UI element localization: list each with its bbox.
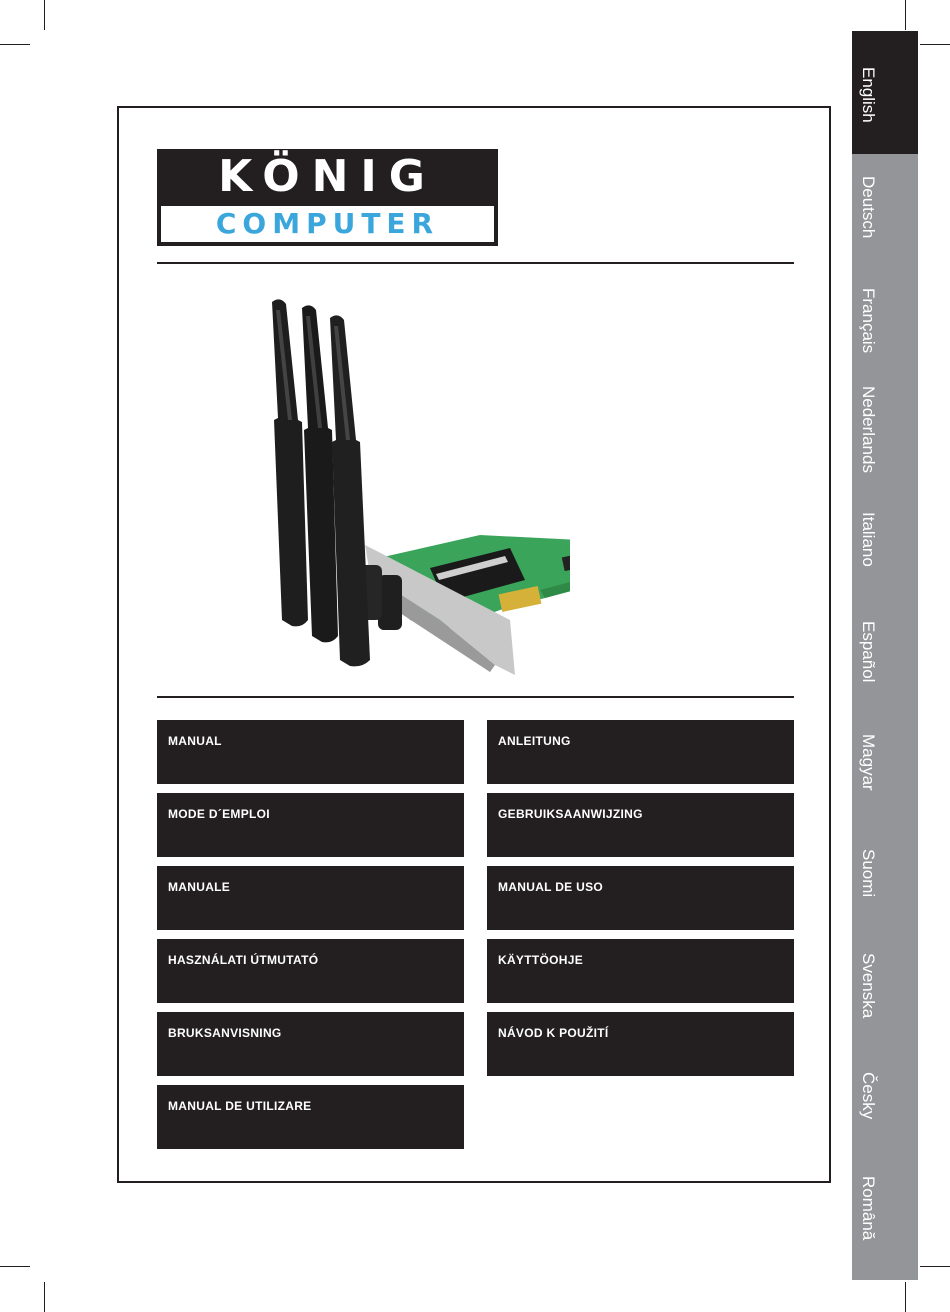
manual-title: MANUAL DE UTILIZARE: [168, 1099, 311, 1113]
tab-label: Italiano: [858, 512, 878, 567]
manual-box-it[interactable]: MANUALE: [157, 866, 464, 930]
manual-box-en[interactable]: MANUAL: [157, 720, 464, 784]
manual-title: GEBRUIKSAANWIJZING: [498, 807, 643, 821]
tab-cesky[interactable]: Česky: [852, 1050, 918, 1162]
logo-subtitle: COMPUTER: [161, 206, 494, 242]
crop-mark: [920, 44, 950, 45]
tab-espanol[interactable]: Español: [852, 602, 918, 714]
tab-svenska[interactable]: Svenska: [852, 938, 918, 1050]
manual-box-sv[interactable]: BRUKSANVISNING: [157, 1012, 464, 1076]
tab-label: Svenska: [858, 953, 878, 1018]
manual-box-nl[interactable]: GEBRUIKSAANWIJZING: [487, 793, 794, 857]
tab-francais[interactable]: Français: [852, 266, 918, 378]
manual-box-es[interactable]: MANUAL DE USO: [487, 866, 794, 930]
manual-box-cs[interactable]: NÁVOD K POUŽITÍ: [487, 1012, 794, 1076]
manual-title: KÄYTTÖOHJE: [498, 953, 583, 967]
konig-logo: KÖNIG COMPUTER: [157, 149, 498, 246]
tab-label: Română: [858, 1176, 878, 1240]
tab-italiano[interactable]: Italiano: [852, 490, 918, 602]
crop-mark: [905, 1282, 906, 1312]
manual-title: BRUKSANVISNING: [168, 1026, 282, 1040]
crop-mark: [920, 1266, 950, 1267]
tab-romana[interactable]: Română: [852, 1162, 918, 1280]
tab-suomi[interactable]: Suomi: [852, 826, 918, 938]
manual-title: ANLEITUNG: [498, 734, 571, 748]
tab-label: Français: [858, 288, 878, 353]
manual-title: MANUAL: [168, 734, 222, 748]
top-divider: [157, 262, 794, 264]
manual-title: MANUALE: [168, 880, 230, 894]
manual-box-fi[interactable]: KÄYTTÖOHJE: [487, 939, 794, 1003]
manual-title: MODE D´EMPLOI: [168, 807, 270, 821]
crop-mark: [905, 0, 906, 30]
manual-title: HASZNÁLATI ÚTMUTATÓ: [168, 953, 318, 967]
tab-label: Español: [858, 621, 878, 682]
tab-label: Magyar: [858, 734, 878, 791]
manual-box-hu[interactable]: HASZNÁLATI ÚTMUTATÓ: [157, 939, 464, 1003]
product-image: [240, 290, 570, 690]
tab-deutsch[interactable]: Deutsch: [852, 154, 918, 266]
crop-mark: [44, 0, 45, 30]
tab-nederlands[interactable]: Nederlands: [852, 378, 918, 490]
tab-english[interactable]: English: [852, 31, 918, 154]
crop-mark: [0, 44, 30, 45]
tab-label: Nederlands: [858, 386, 878, 473]
crop-mark: [0, 1266, 30, 1267]
tab-label: Suomi: [858, 849, 878, 897]
tab-label: English: [858, 67, 878, 123]
manual-title: MANUAL DE USO: [498, 880, 603, 894]
logo-brand: KÖNIG: [157, 149, 498, 204]
manual-box-ro[interactable]: MANUAL DE UTILIZARE: [157, 1085, 464, 1149]
tab-magyar[interactable]: Magyar: [852, 714, 918, 826]
antenna-left: [272, 299, 308, 626]
manual-box-fr[interactable]: MODE D´EMPLOI: [157, 793, 464, 857]
manual-box-de[interactable]: ANLEITUNG: [487, 720, 794, 784]
tab-label: Deutsch: [858, 176, 878, 238]
tab-label: Česky: [858, 1072, 878, 1119]
bottom-divider: [157, 696, 794, 698]
manual-title: NÁVOD K POUŽITÍ: [498, 1026, 609, 1040]
crop-mark: [44, 1282, 45, 1312]
